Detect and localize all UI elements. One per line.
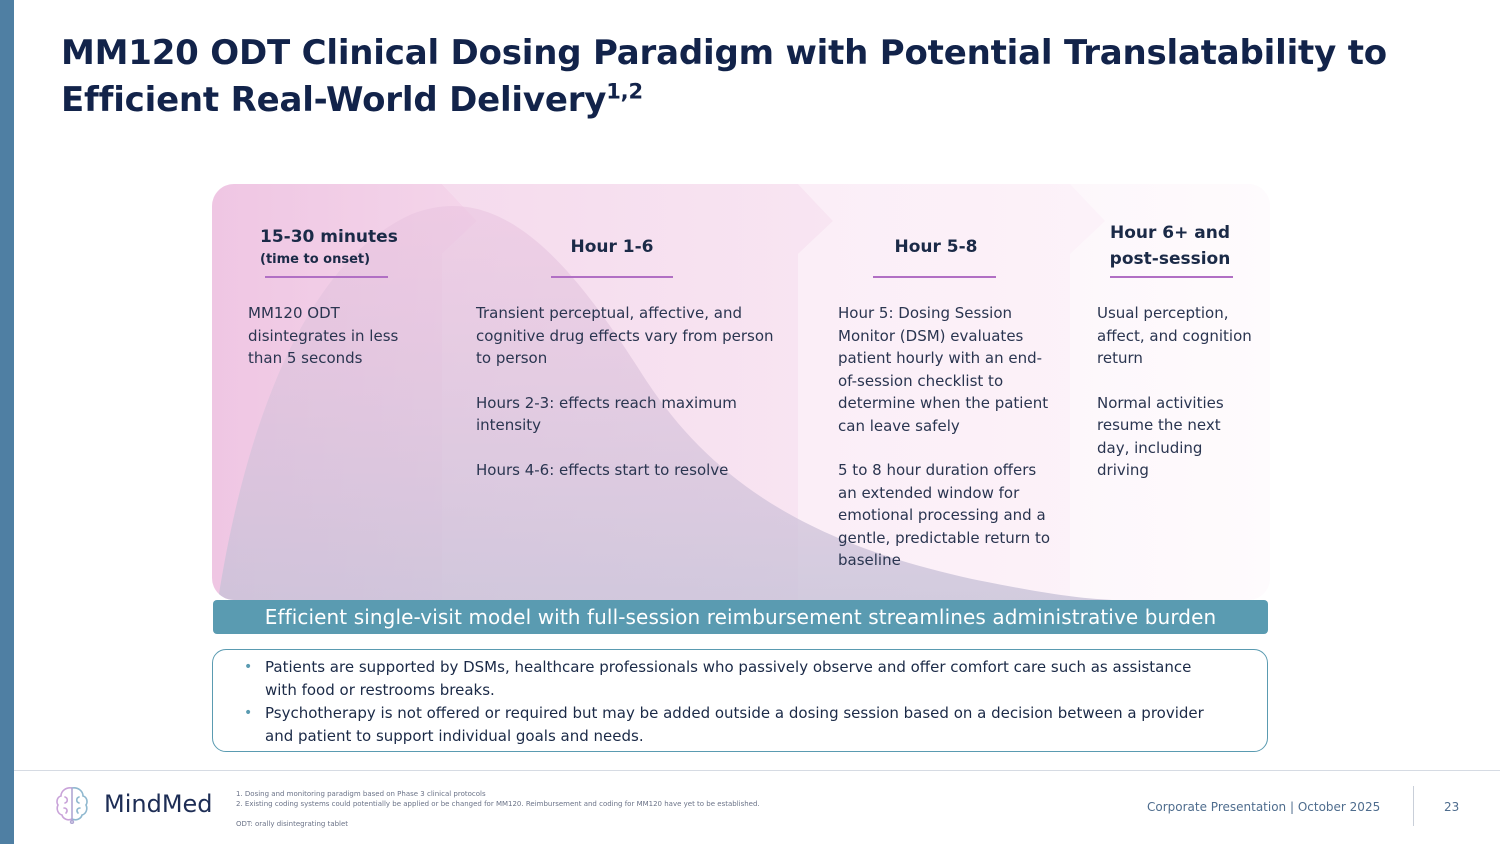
footnote: 1. Dosing and monitoring paradigm based … (236, 790, 486, 798)
corporate-presentation-label: Corporate Presentation | October 2025 (1147, 800, 1381, 814)
heading-underline (1110, 276, 1233, 278)
column-body: Transient perceptual, affective, and cog… (476, 302, 786, 481)
column-paragraph: 5 to 8 hour duration offers an extended … (838, 461, 1051, 569)
column-paragraph: MM120 ODT disintegrates in less than 5 s… (248, 304, 399, 367)
bullet-icon: • (244, 705, 253, 721)
title-superscript: 1,2 (606, 79, 643, 104)
title-text: MM120 ODT Clinical Dosing Paradigm with … (61, 33, 1387, 120)
bullet-icon: • (244, 659, 253, 675)
column-paragraph: Normal activities resume the next day, i… (1097, 393, 1224, 480)
abbreviation-note: ODT: orally disintegrating tablet (236, 820, 349, 828)
column-paragraph: Hours 2-3: effects reach maximum intensi… (476, 393, 737, 435)
list-item: • Psychotherapy is not offered or require… (244, 702, 1225, 747)
heading-underline (873, 276, 996, 278)
notes-box: • Patients are supported by DSMs, healthc… (212, 649, 1268, 752)
notes-list: • Patients are supported by DSMs, healthc… (244, 656, 1225, 748)
page-number: 23 (1444, 800, 1460, 814)
list-item: • Patients are supported by DSMs, healthc… (244, 656, 1225, 701)
column-heading: 15-30 minutes (time to onset) (260, 224, 450, 270)
footnote: 2. Existing coding systems could potenti… (236, 799, 760, 808)
column-paragraph: Usual perception, affect, and cognition … (1097, 304, 1252, 367)
column-heading: Hour 6+ and post-session (1109, 223, 1231, 269)
column-subheading: (time to onset) (260, 252, 371, 267)
column-heading: Hour 1-6 (570, 237, 654, 257)
heading-underline (551, 276, 673, 278)
timeline-background (212, 184, 1270, 600)
column-paragraph: Hours 4-6: effects start to resolve (476, 460, 729, 479)
page-title: MM120 ODT Clinical Dosing Paradigm with … (61, 30, 1441, 124)
footer-divider (14, 770, 1500, 771)
column-body: MM120 ODT disintegrates in less than 5 s… (248, 302, 428, 370)
note-text: Patients are supported by DSMs, healthca… (265, 658, 1192, 699)
column-body: Hour 5: Dosing Session Monitor (DSM) eva… (838, 302, 1056, 572)
side-accent-bar (0, 0, 14, 844)
column-heading-text: 15-30 minutes (260, 227, 398, 247)
footnotes: 1. Dosing and monitoring paradigm based … (236, 790, 1036, 830)
column-heading: Hour 5-8 (894, 237, 978, 257)
heading-underline (265, 276, 388, 278)
note-text: Psychotherapy is not offered or required… (265, 704, 1204, 745)
brand-name: MindMed (104, 790, 213, 818)
brain-logo-icon (56, 787, 88, 824)
column-paragraph: Transient perceptual, affective, and cog… (476, 304, 774, 367)
column-body: Usual perception, affect, and cognition … (1097, 302, 1257, 482)
column-paragraph: Hour 5: Dosing Session Monitor (DSM) eva… (838, 304, 1049, 435)
summary-banner: Efficient single-visit model with full-s… (213, 600, 1268, 634)
footer-vertical-divider (1413, 786, 1414, 826)
dosing-timeline: 15-30 minutes (time to onset) MM120 ODT … (212, 184, 1270, 600)
